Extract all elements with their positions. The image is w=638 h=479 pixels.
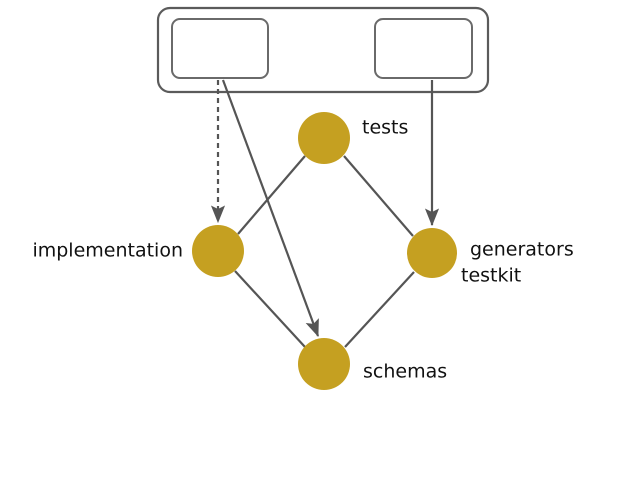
- nodes-layer: [192, 112, 457, 390]
- top-cluster[interactable]: [156, 6, 490, 94]
- edge-tests-to-generators: [343, 155, 414, 237]
- edge-tests-to-implementation: [237, 155, 306, 235]
- node-label-schemas: schemas: [363, 361, 447, 383]
- node-label-tests: tests: [362, 117, 408, 139]
- node-label-generators: generators: [470, 239, 574, 261]
- edges-layer: [210, 79, 440, 348]
- edge-leftbox-to-schemas: [221, 79, 320, 338]
- labels-layer: tests implementation generators testkit …: [32, 117, 573, 383]
- edge-implementation-to-schemas: [234, 270, 306, 348]
- right-box[interactable]: [374, 18, 473, 79]
- node-label-implementation: implementation: [32, 240, 183, 262]
- node-label-testkit: testkit: [461, 265, 521, 287]
- edge-generators-to-schemas: [344, 271, 415, 348]
- left-box[interactable]: [171, 18, 269, 79]
- node-generators-testkit[interactable]: [407, 228, 457, 278]
- node-implementation[interactable]: [192, 225, 244, 277]
- cluster-outer-rect: [156, 6, 490, 94]
- node-schemas[interactable]: [298, 338, 350, 390]
- node-tests[interactable]: [298, 112, 350, 164]
